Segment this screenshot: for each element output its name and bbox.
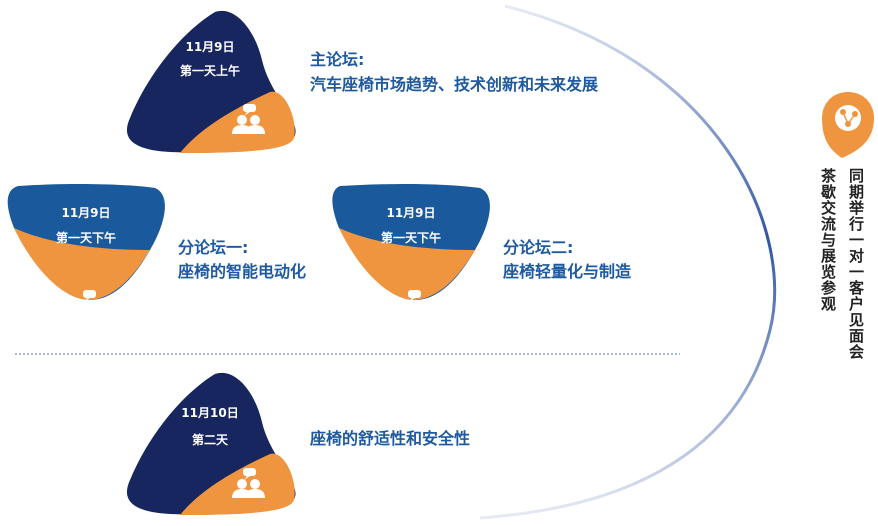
- session-4-date: 11月10日: [181, 406, 239, 420]
- session-1-period: 第一天上午: [179, 64, 240, 78]
- session-2-subtitle: 座椅的智能电动化: [178, 262, 307, 281]
- session-3-title: 分论坛二:: [503, 238, 574, 257]
- session-2-title: 分论坛一:: [178, 238, 249, 257]
- session-2-date: 11月9日: [61, 206, 111, 220]
- session-1-title: 主论坛:: [310, 50, 365, 69]
- side-note-one-on-one: 同期举行一对一客户见面会: [847, 168, 865, 360]
- session-4-subtitle: 座椅的舒适性和安全性: [310, 429, 471, 448]
- timeline-arc: [479, 4, 777, 520]
- session-badge-3: [332, 183, 490, 320]
- session-3-subtitle: 座椅轻量化与制造: [503, 262, 632, 281]
- side-note-tea-break: 茶歇交流与展览参观: [819, 168, 837, 312]
- session-3-period: 第一天下午: [380, 231, 441, 245]
- session-1-subtitle: 汽车座椅市场趋势、技术创新和未来发展: [310, 75, 599, 94]
- session-1-date: 11月9日: [185, 40, 235, 54]
- location-pin-network-icon: [822, 92, 874, 158]
- session-badge-1: [126, 10, 296, 153]
- session-3-date: 11月9日: [386, 206, 436, 220]
- session-badge-2: [7, 183, 165, 320]
- session-2-period: 第一天下午: [55, 231, 116, 245]
- session-badge-4: [126, 372, 296, 515]
- session-4-period: 第二天: [191, 433, 228, 447]
